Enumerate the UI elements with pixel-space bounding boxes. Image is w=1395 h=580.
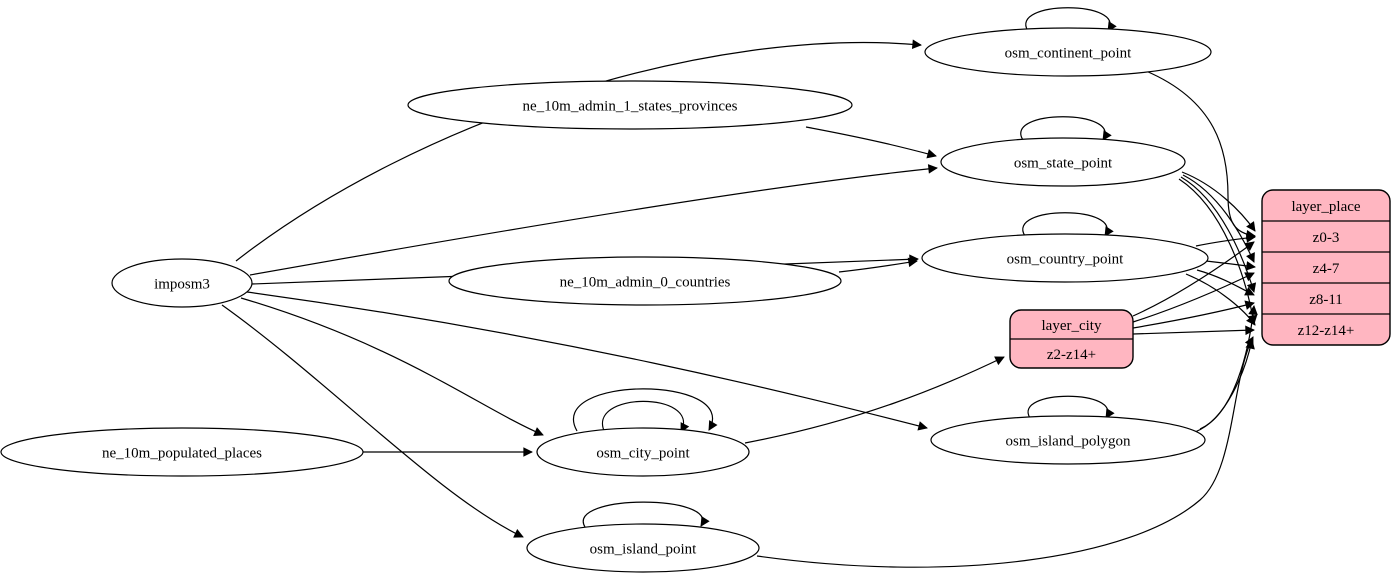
record-shape-layer_place	[1261, 189, 1391, 346]
node-ne_10m_populated_places: ne_10m_populated_places	[0, 427, 364, 477]
edge-osm_city_point-to-layer_city.z2-z14+	[744, 356, 1005, 444]
record-layer_place: layer_place z0-3 z4-7 z8-11 z12-z14+	[1261, 189, 1391, 346]
node-shape-ne_10m_populated_places	[0, 427, 364, 477]
self-loop-osm_country_point	[1022, 212, 1114, 237]
edge-imposm3-to-osm_continent_point	[235, 39, 922, 262]
node-osm_island_polygon: osm_island_polygon	[930, 415, 1206, 465]
self-loop-osm_city_point	[573, 388, 718, 432]
edge-imposm3-to-osm_island_polygon	[246, 291, 928, 431]
edge-osm_state_point-to-layer_place.z4-7	[1182, 174, 1255, 263]
edge-osm_country_point-to-layer_place.z12-z14+	[1185, 273, 1256, 326]
node-osm_city_point: osm_city_point	[536, 427, 750, 477]
node-label-ne_10m_admin_1_states_provinces: ne_10m_admin_1_states_provinces	[523, 98, 738, 114]
node-label-imposm3: imposm3	[154, 276, 210, 292]
record-row-label-layer_place-z12-z14+: z12-z14+	[1298, 323, 1355, 339]
self-loop-osm_state_point	[1020, 116, 1112, 141]
node-label-osm_state_point: osm_state_point	[1014, 155, 1113, 171]
node-shape-osm_country_point	[921, 233, 1209, 283]
node-shape-osm_continent_point	[924, 27, 1212, 77]
node-shape-imposm3	[111, 258, 253, 308]
record-row-label-layer_place-z4-7: z4-7	[1313, 261, 1340, 277]
edge-layer_city-to-layer_place.z8-11	[1132, 300, 1255, 329]
node-shape-osm_island_polygon	[930, 415, 1206, 465]
edge-osm_state_point-to-layer_place.z0-3	[1181, 171, 1256, 232]
edge-imposm3-to-osm_city_point	[240, 297, 544, 436]
node-label-osm_island_polygon: osm_island_polygon	[1005, 433, 1131, 449]
node-ne_10m_admin_0_countries: ne_10m_admin_0_countries	[448, 256, 842, 306]
edge-layer_city-to-layer_place.z12-z14+	[1132, 325, 1255, 336]
record-row-label-layer_place-z0-3: z0-3	[1313, 230, 1340, 246]
node-ne_10m_admin_1_states_provinces: ne_10m_admin_1_states_provinces	[407, 80, 853, 130]
edge-ne_10m_admin_0_countries-to-osm_country_point	[838, 257, 918, 273]
edge-osm_country_point-to-layer_place.z8-11	[1196, 269, 1255, 296]
edge-osm_country_point-to-layer_place.z0-3	[1195, 233, 1256, 247]
edge-layer_city-to-layer_place.z0-3	[1132, 241, 1255, 317]
record-row-label-layer_place-z8-11: z8-11	[1309, 292, 1343, 308]
node-label-ne_10m_populated_places: ne_10m_populated_places	[102, 445, 262, 461]
node-shape-ne_10m_admin_1_states_provinces	[407, 80, 853, 130]
record-row-label-layer_city-header: layer_city	[1042, 318, 1102, 334]
node-osm_island_point: osm_island_point	[526, 523, 760, 573]
edge-osm_country_point-to-layer_place.z4-7	[1205, 260, 1256, 271]
node-label-osm_continent_point: osm_continent_point	[1005, 45, 1132, 61]
node-shape-osm_state_point	[940, 137, 1186, 187]
edge-imposm3-to-osm_state_point	[249, 164, 938, 276]
edge-osm_island_polygon-to-layer_place.z8-11	[1199, 305, 1258, 430]
node-imposm3: imposm3	[111, 258, 253, 308]
edge-layer_city-to-layer_place.z4-7	[1132, 272, 1255, 323]
edge-osm_island_polygon-to-layer_place.z12-z14+	[1194, 339, 1255, 433]
self-loop-osm_island_polygon	[1027, 395, 1115, 419]
self-loop-osm_continent_point	[1025, 7, 1117, 32]
self-loop-osm_island_point	[582, 501, 710, 528]
edge-osm_island_point-to-layer_place.z12-z14+	[756, 336, 1254, 568]
self-loop-osm_city_point	[601, 400, 690, 434]
node-osm_country_point: osm_country_point	[921, 233, 1209, 283]
node-label-osm_city_point: osm_city_point	[596, 445, 690, 461]
record-row-label-layer_place-header: layer_place	[1291, 199, 1360, 215]
node-osm_continent_point: osm_continent_point	[924, 27, 1212, 77]
node-osm_state_point: osm_state_point	[940, 137, 1186, 187]
node-label-osm_island_point: osm_island_point	[590, 541, 698, 557]
edge-imposm3-to-osm_island_point	[221, 304, 524, 538]
record-layer_city: layer_city z2-z14+	[1009, 309, 1134, 369]
edge-osm_state_point-to-layer_place.z8-11	[1180, 176, 1257, 293]
node-shape-osm_island_point	[526, 523, 760, 573]
node-label-osm_country_point: osm_country_point	[1007, 251, 1124, 267]
edge-ne_10m_admin_1_states_provinces-to-osm_state_point	[805, 126, 937, 159]
node-shape-ne_10m_admin_0_countries	[448, 256, 842, 306]
node-label-ne_10m_admin_0_countries: ne_10m_admin_0_countries	[560, 274, 731, 290]
node-shape-osm_city_point	[536, 427, 750, 477]
record-row-label-layer_city-z2-z14+: z2-z14+	[1047, 347, 1096, 363]
